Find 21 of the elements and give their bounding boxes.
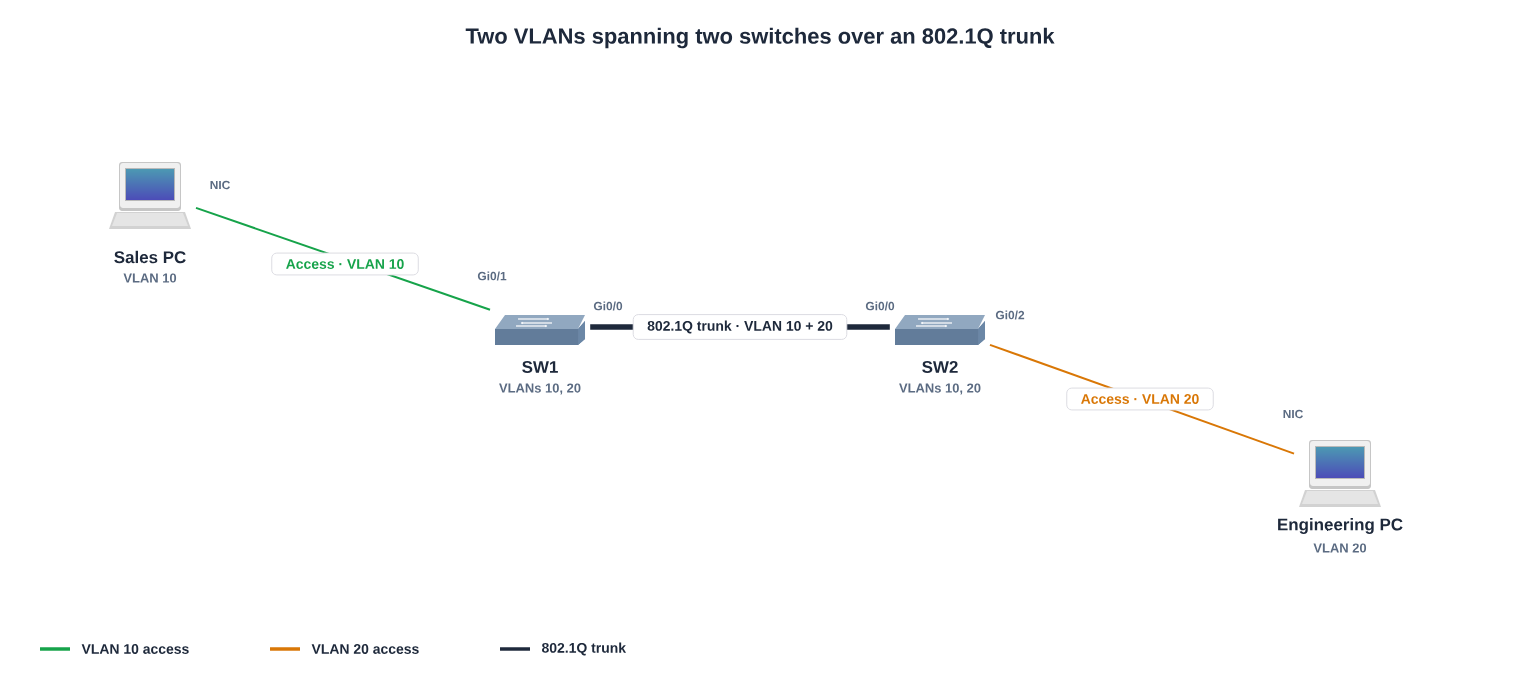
edge-label: Access · VLAN 20 <box>1066 387 1214 411</box>
port-label: Gi0/0 <box>865 301 895 311</box>
edge-label: 802.1Q trunk · VLAN 10 + 20 <box>632 314 848 340</box>
node-subtitle: VLANs 10, 20 <box>499 383 581 395</box>
node-name: Sales PC <box>114 250 186 264</box>
legend-text: VLAN 10 access <box>81 644 189 654</box>
node-name: Engineering PC <box>1278 518 1403 534</box>
node-name: SW1 <box>522 361 558 373</box>
title: Two VLANs spanning two switches over an 802.1Q trunk <box>465 27 1055 49</box>
port-label: NIC <box>210 180 230 190</box>
port-label: NIC <box>1283 409 1303 419</box>
legend-text: VLAN 20 access <box>311 644 419 654</box>
node-name: SW2 <box>922 361 958 373</box>
port-label: Gi0/0 <box>593 301 623 311</box>
legend-text: 802.1Q trunk <box>541 642 627 656</box>
edge-label: Access · VLAN 10 <box>271 252 419 276</box>
node-subtitle: VLAN 20 <box>1313 543 1367 553</box>
node-subtitle: VLANs 10, 20 <box>899 383 981 395</box>
port-label: Gi0/2 <box>995 310 1025 320</box>
node-subtitle: VLAN 10 <box>123 273 177 283</box>
port-label: Gi0/1 <box>477 271 507 281</box>
